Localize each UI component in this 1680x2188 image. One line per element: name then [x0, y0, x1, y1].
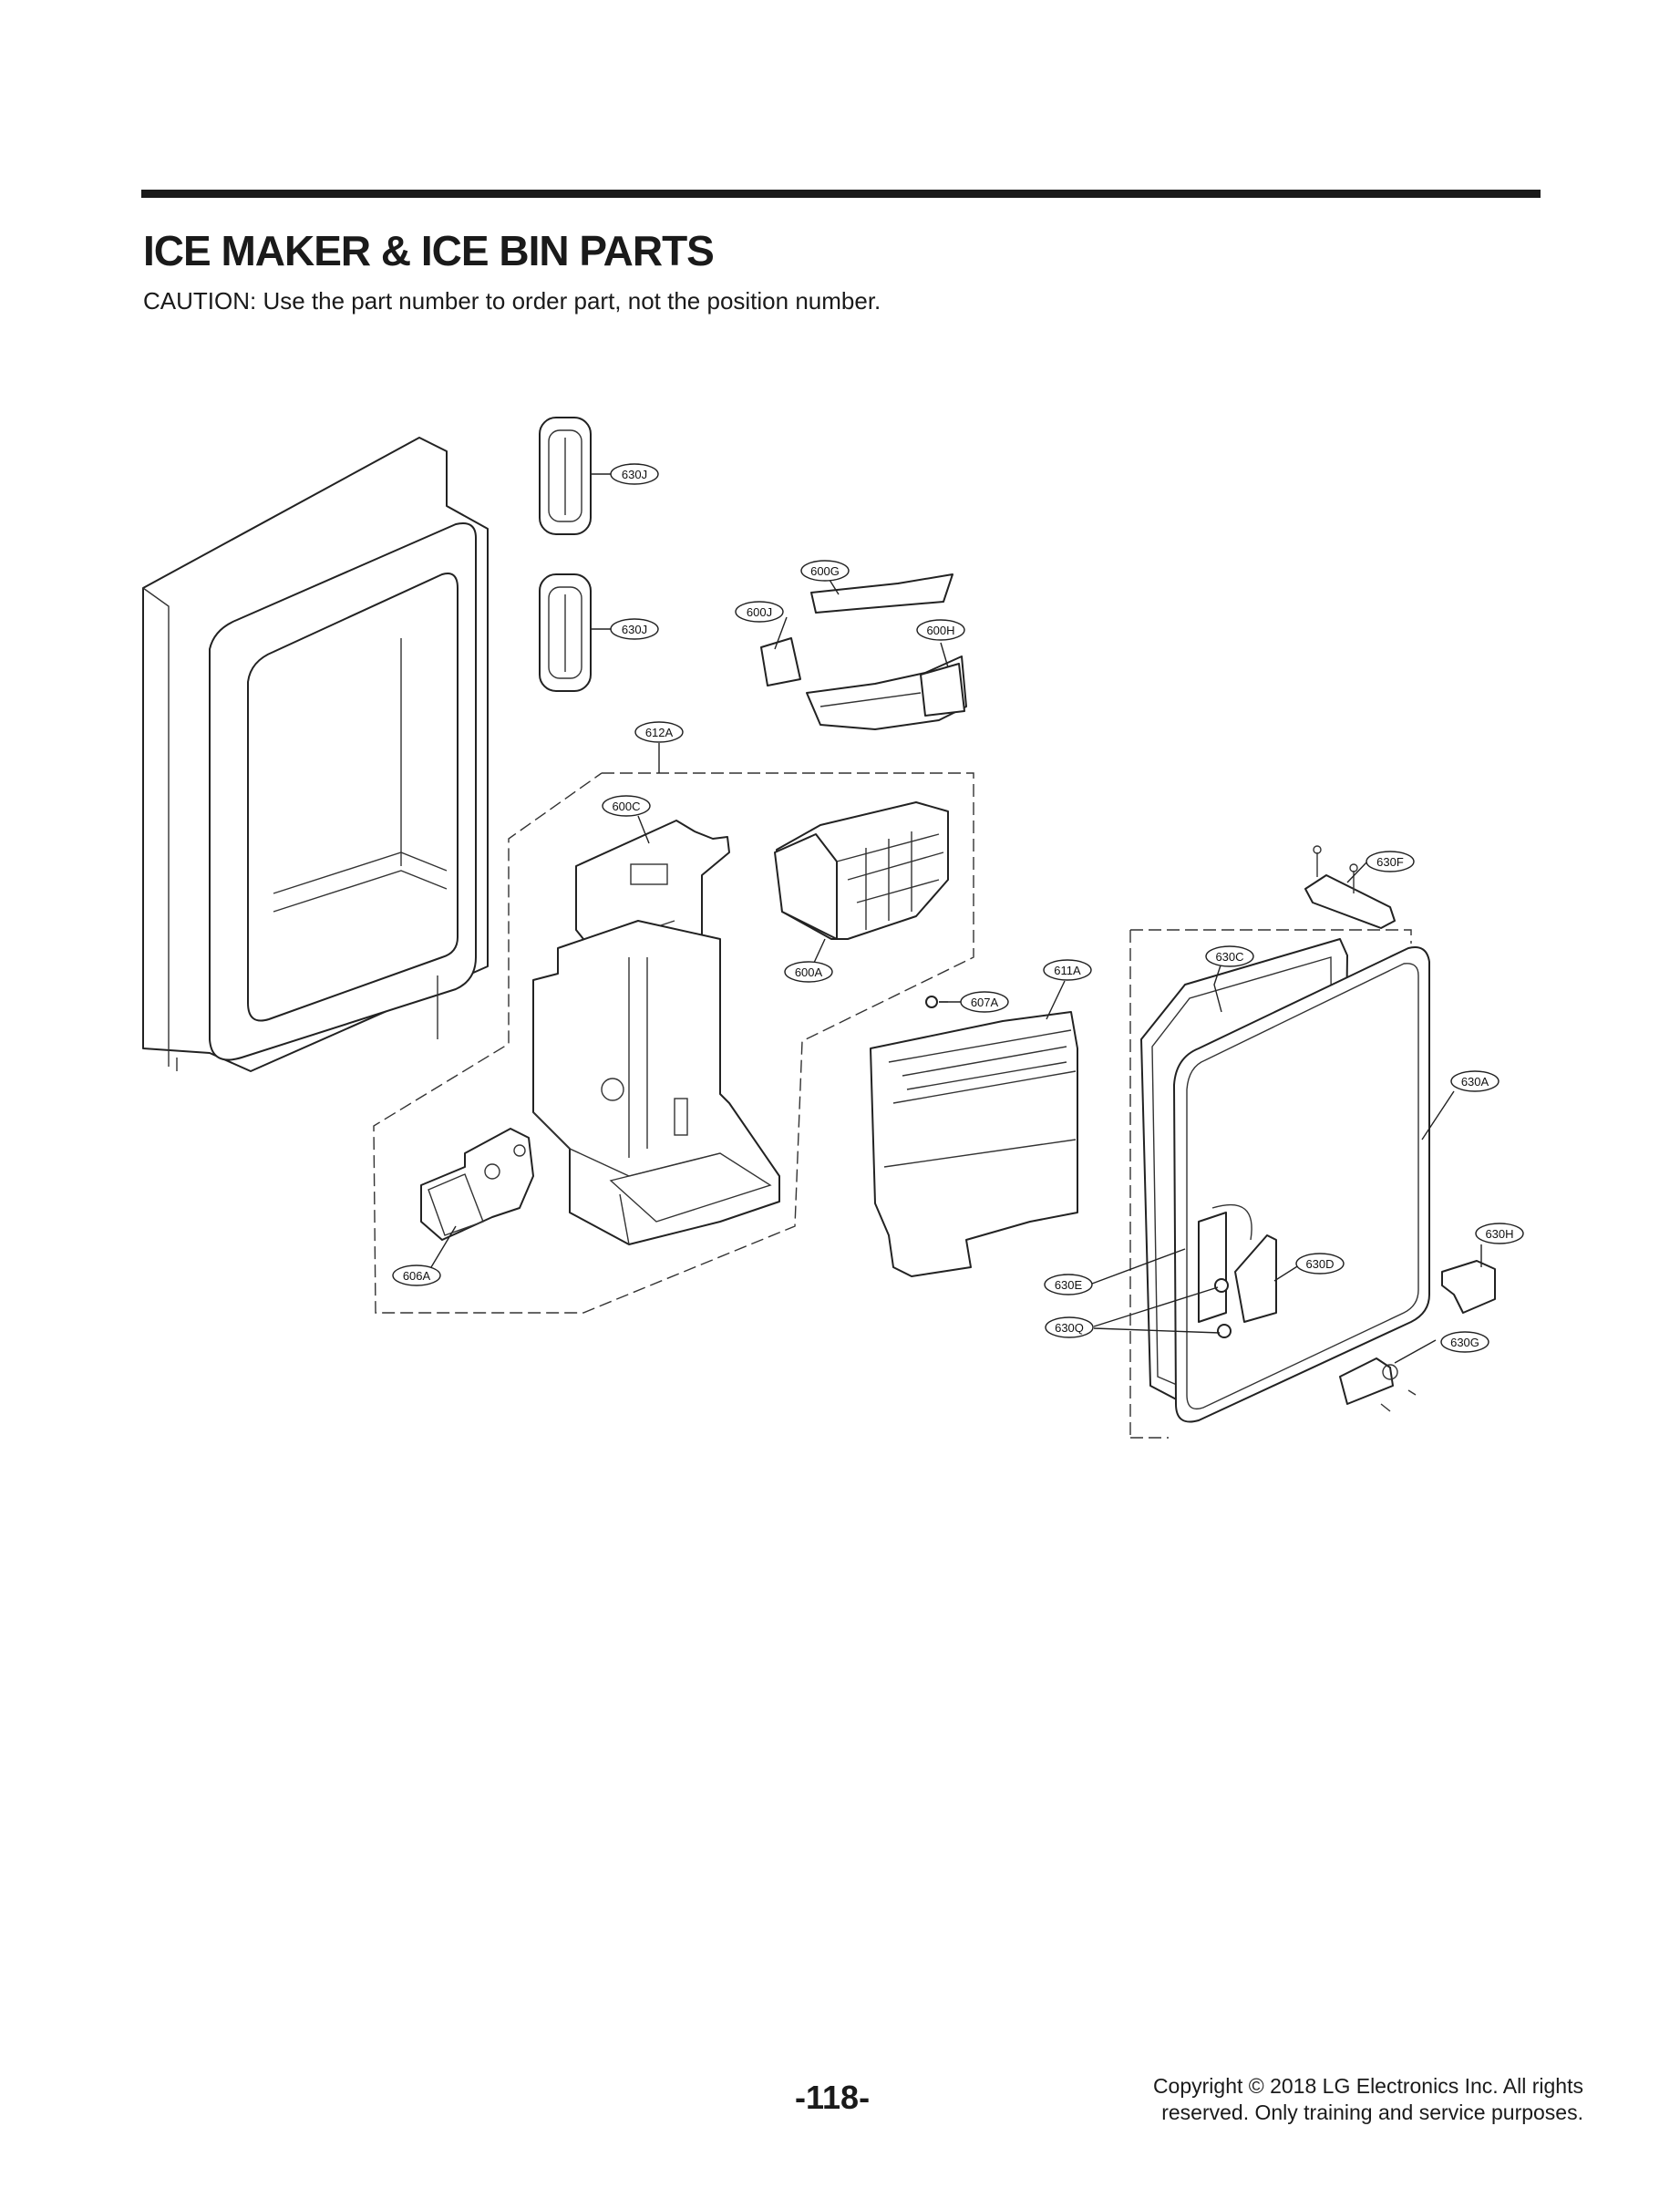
svg-text:600C: 600C: [612, 800, 640, 813]
callout-630q: 630Q: [1045, 1316, 1094, 1338]
svg-text:600J: 600J: [747, 605, 772, 619]
copyright-notice: Copyright © 2018 LG Electronics Inc. All…: [1036, 2073, 1583, 2126]
callout-630e: 630E: [1044, 1274, 1093, 1295]
hinge-bracket-630f-illustration: [1304, 845, 1396, 929]
callout-630c: 630C: [1205, 945, 1254, 967]
svg-text:630J: 630J: [622, 623, 647, 636]
ice-maker-600a-illustration: [774, 801, 949, 940]
copyright-line-1: Copyright © 2018 LG Electronics Inc. All…: [1152, 2074, 1583, 2098]
callout-630j-upper: 630J: [610, 463, 659, 485]
callout-600a: 600A: [784, 961, 833, 983]
svg-text:630J: 630J: [622, 468, 647, 481]
svg-text:606A: 606A: [403, 1269, 431, 1283]
assembly-outline-612a: [373, 772, 974, 1314]
svg-text:630C: 630C: [1215, 950, 1243, 964]
copyright-line-2: reserved. Only training and service purp…: [1161, 2100, 1583, 2124]
callout-612a: 612A: [634, 721, 684, 743]
auger-motor-606a-illustration: [420, 1128, 534, 1241]
ice-bin-door-630a-illustration: [1140, 938, 1430, 1423]
callout-600j: 600J: [735, 601, 784, 623]
callout-630h: 630H: [1475, 1223, 1524, 1244]
svg-text:630E: 630E: [1055, 1278, 1083, 1292]
exploded-parts-diagram: 630J 630J 600G 600J 600H 612A 600C 600A …: [142, 417, 1524, 1439]
svg-text:630G: 630G: [1450, 1336, 1479, 1349]
svg-text:630A: 630A: [1461, 1075, 1489, 1089]
pad-630j-upper-illustration: [539, 417, 592, 535]
callout-630g: 630G: [1440, 1331, 1489, 1353]
leader-lines: [428, 473, 1482, 1364]
callout-630a: 630A: [1450, 1070, 1500, 1092]
svg-text:630D: 630D: [1305, 1257, 1334, 1271]
callout-630j-lower: 630J: [610, 618, 659, 640]
svg-text:600A: 600A: [795, 965, 823, 979]
header-rule: [141, 190, 1541, 198]
svg-text:600G: 600G: [810, 564, 840, 578]
callout-600h: 600H: [916, 619, 965, 641]
svg-text:611A: 611A: [1054, 964, 1081, 977]
ice-duct-assembly-illustration: [760, 573, 967, 730]
svg-text:630F: 630F: [1376, 855, 1404, 869]
callout-607a: 607A: [960, 991, 1009, 1013]
svg-text:612A: 612A: [645, 726, 674, 739]
svg-text:607A: 607A: [971, 996, 999, 1009]
pad-630j-lower-illustration: [539, 573, 592, 692]
svg-text:600H: 600H: [926, 624, 954, 637]
callout-630d: 630D: [1295, 1253, 1345, 1275]
callout-630f: 630F: [1366, 851, 1415, 872]
callout-606a: 606A: [392, 1264, 441, 1286]
callout-600g: 600G: [800, 560, 850, 582]
page-title: ICE MAKER & ICE BIN PARTS: [143, 227, 715, 274]
svg-text:630H: 630H: [1485, 1227, 1513, 1241]
svg-text:630Q: 630Q: [1055, 1321, 1084, 1335]
freezer-door-illustration: [142, 437, 489, 1072]
callout-600c: 600C: [602, 795, 651, 817]
callout-611a: 611A: [1043, 959, 1092, 981]
caution-note: CAUTION: Use the part number to order pa…: [143, 287, 881, 315]
page-number: -118-: [795, 2079, 871, 2116]
ice-maker-housing-illustration: [532, 920, 780, 1245]
assembly-outline-door: [1129, 929, 1412, 1439]
ice-bin-cover-611a-illustration: [870, 1011, 1078, 1277]
clip-630h-illustration: [1441, 1260, 1496, 1314]
lower-hinge-630g-illustration: [1339, 1357, 1417, 1412]
